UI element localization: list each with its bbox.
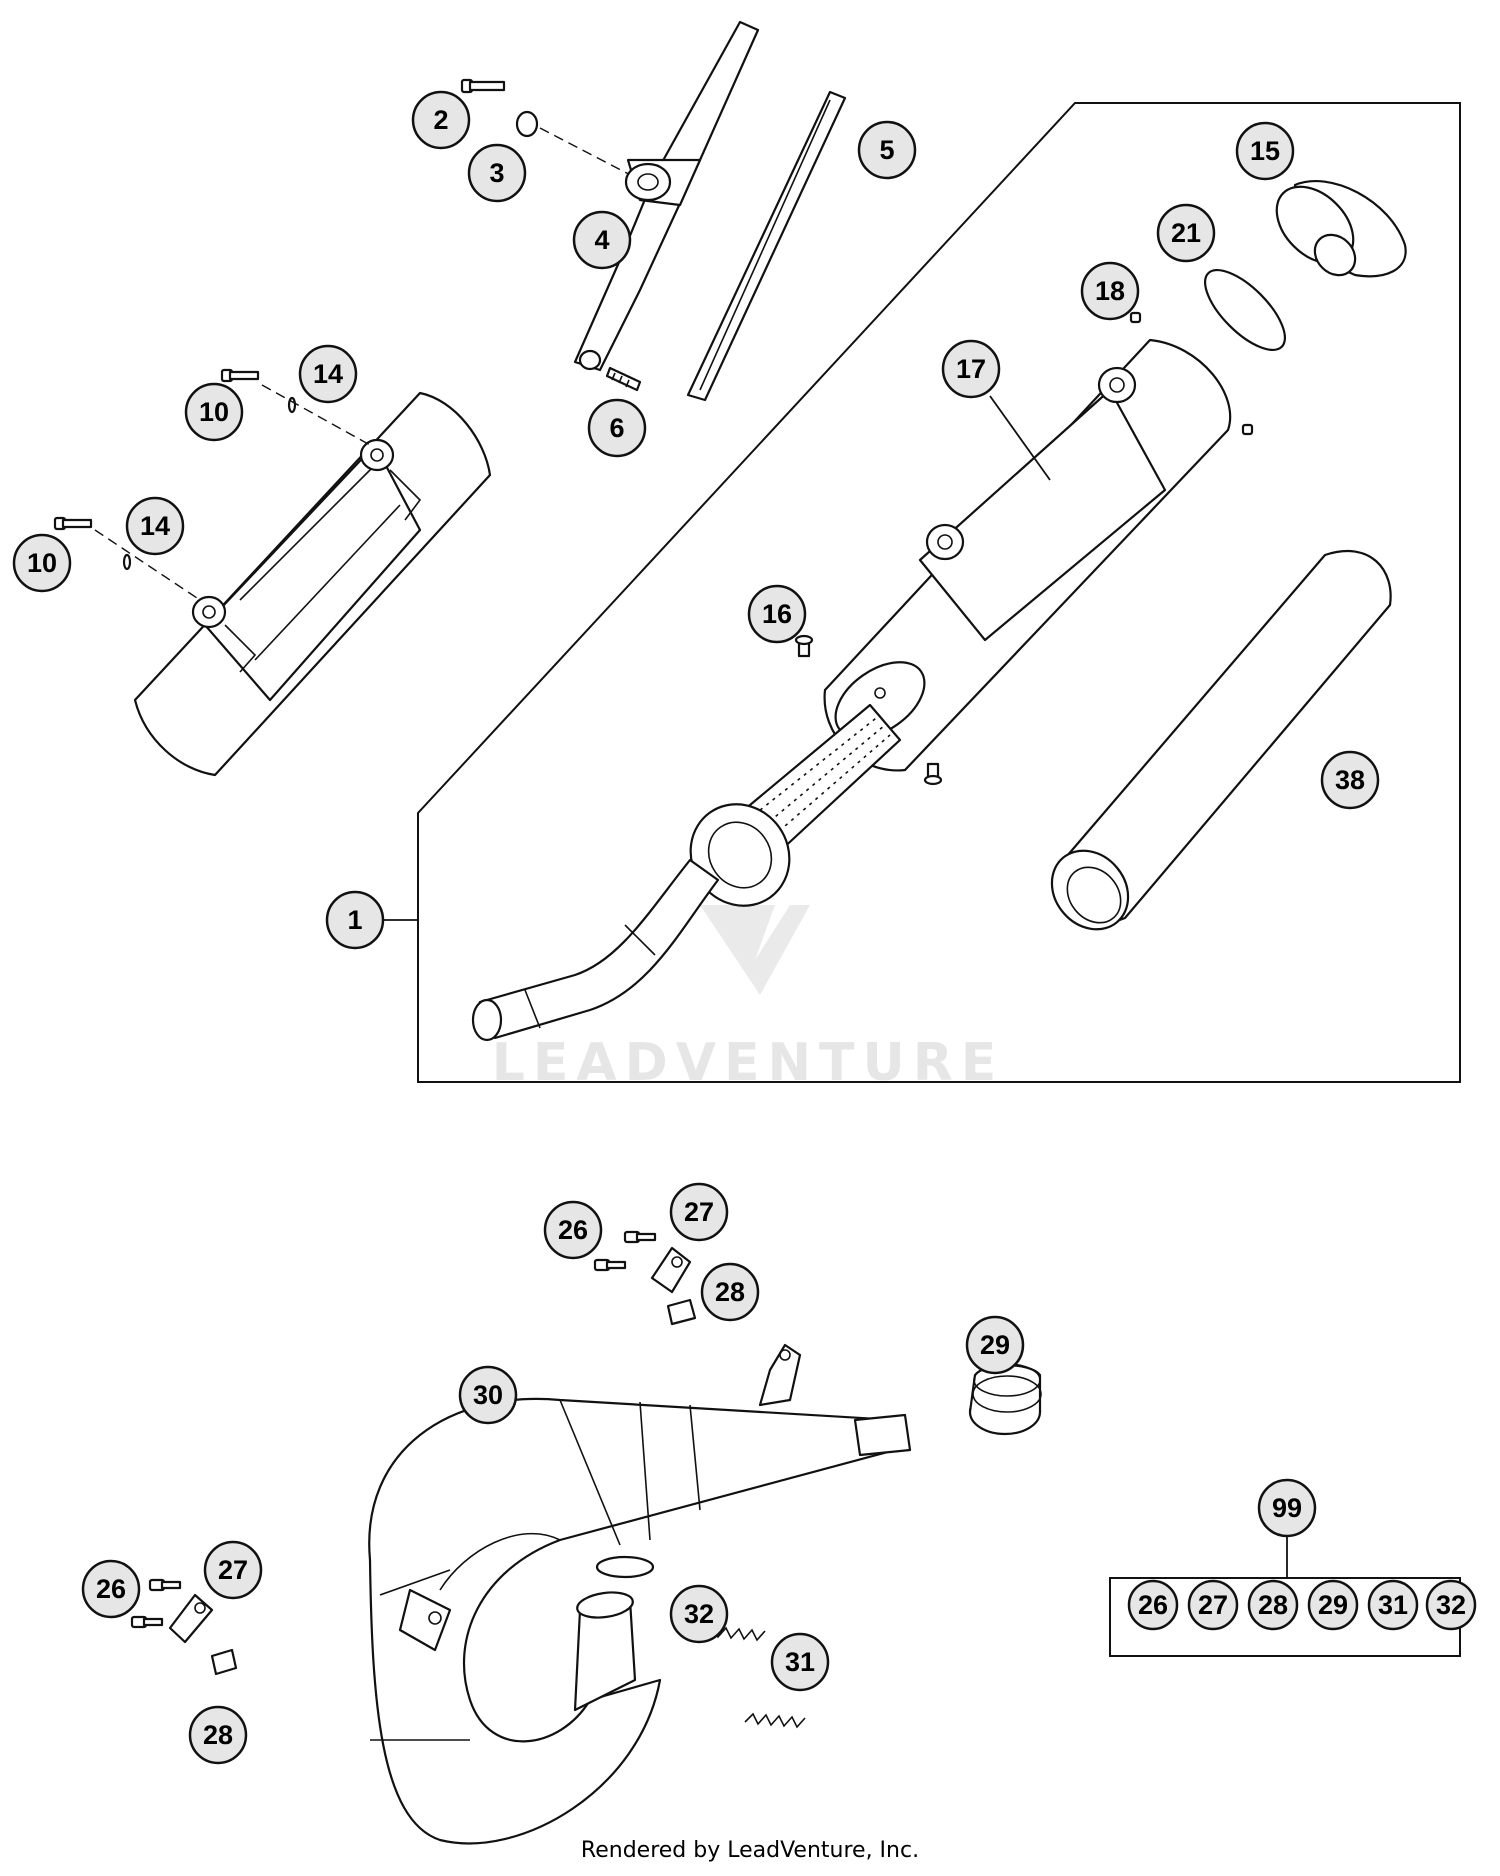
callout-2: 2 [411,90,471,150]
callout-5: 5 [857,120,917,180]
sleeve-part-29 [968,1363,1042,1436]
svg-text:27: 27 [1198,1590,1228,1620]
bolt-part-10-upper [220,368,260,383]
callout-32: 32 [669,1584,729,1644]
svg-text:30: 30 [473,1380,503,1410]
callout-29: 29 [965,1315,1025,1375]
svg-text:10: 10 [199,397,229,427]
bolt-part-2 [460,78,506,94]
bracket-hardware-upper [593,1230,697,1326]
mounted-silencer-view [133,391,492,777]
svg-text:14: 14 [313,359,343,389]
callout-16: 16 [747,584,807,644]
washer-part-14-upper [287,396,297,414]
svg-text:31: 31 [1378,1590,1408,1620]
svg-text:28: 28 [715,1277,745,1307]
svg-text:2: 2 [433,105,448,135]
bracket-part-4 [573,20,760,372]
svg-text:32: 32 [1436,1590,1466,1620]
callout-38: 38 [1320,750,1380,810]
end-cap-part-15 [1275,180,1407,278]
svg-text:31: 31 [785,1647,815,1677]
bracket-hardware-lower [130,1578,238,1676]
callout-3: 3 [467,143,527,203]
svg-text:27: 27 [684,1197,714,1227]
svg-text:10: 10 [27,548,57,578]
exhaust-pipe-part-30 [368,1343,912,1845]
heat-shield-part-5 [686,90,847,402]
svg-text:1: 1 [347,905,362,935]
callout-14-lower: 14 [125,496,185,556]
callout-27-lower: 27 [203,1540,263,1600]
svg-text:32: 32 [684,1599,714,1629]
svg-text:6: 6 [609,413,624,443]
callout-26-lower: 26 [81,1559,141,1619]
callout-30: 30 [458,1365,518,1425]
watermark: LEADVENTURE [492,905,1005,1093]
inlet-pipe [471,858,720,1042]
callout-99: 99 [1257,1478,1317,1538]
svg-text:27: 27 [218,1555,248,1585]
svg-text:4: 4 [594,225,609,255]
svg-text:26: 26 [96,1574,126,1604]
callout-4: 4 [572,210,632,270]
callout-6: 6 [587,398,647,458]
callout-21: 21 [1156,203,1216,263]
callout-14-upper: 14 [298,344,358,404]
svg-text:26: 26 [558,1215,588,1245]
callout-18: 18 [1080,261,1140,321]
svg-text:16: 16 [762,599,792,629]
svg-text:3: 3 [489,158,504,188]
o-ring-part-21 [1203,268,1287,352]
svg-text:14: 14 [140,511,170,541]
callout-10-lower: 10 [12,533,72,593]
kit-item-32: 32 [1425,1579,1477,1631]
bushing-part-3 [515,110,539,138]
svg-text:17: 17 [956,354,986,384]
callout-15: 15 [1235,121,1295,181]
kit-item-29: 29 [1307,1579,1359,1631]
callout-26-upper: 26 [543,1200,603,1260]
silencer-assembly-frame [417,102,1461,1083]
rivet-part-16 [794,634,814,658]
callout-17: 17 [941,339,1001,399]
kit-item-27: 27 [1187,1579,1239,1631]
callout-31: 31 [770,1632,830,1692]
svg-text:18: 18 [1095,276,1125,306]
watermark-text: LEADVENTURE [492,1033,1005,1093]
kit-item-26: 26 [1127,1579,1179,1631]
callout-1: 1 [325,890,385,950]
packing-part-38 [1050,549,1392,931]
svg-text:38: 38 [1335,765,1365,795]
svg-text:26: 26 [1138,1590,1168,1620]
kit-item-31: 31 [1367,1579,1419,1631]
svg-text:21: 21 [1171,218,1201,248]
svg-text:28: 28 [203,1720,233,1750]
svg-text:99: 99 [1272,1493,1302,1523]
o-ring-part-32 [595,1555,655,1579]
bolt-part-10-lower [53,516,93,531]
callout-10-upper: 10 [184,382,244,442]
svg-text:29: 29 [1318,1590,1348,1620]
screw-part-6 [605,366,642,392]
svg-text:28: 28 [1258,1590,1288,1620]
rivet-lower [923,762,943,786]
svg-text:15: 15 [1250,136,1280,166]
footer-credit: Rendered by LeadVenture, Inc. [580,1838,920,1863]
washer-part-14-lower [122,553,132,571]
callout-27-upper: 27 [669,1182,729,1242]
nut-part-18 [1129,311,1142,324]
svg-text:5: 5 [879,135,894,165]
silencer-body-part-17 [823,338,1232,772]
callout-28-upper: 28 [700,1262,760,1322]
kit-item-28: 28 [1247,1579,1299,1631]
svg-text:29: 29 [980,1330,1010,1360]
callout-28-lower: 28 [188,1705,248,1765]
